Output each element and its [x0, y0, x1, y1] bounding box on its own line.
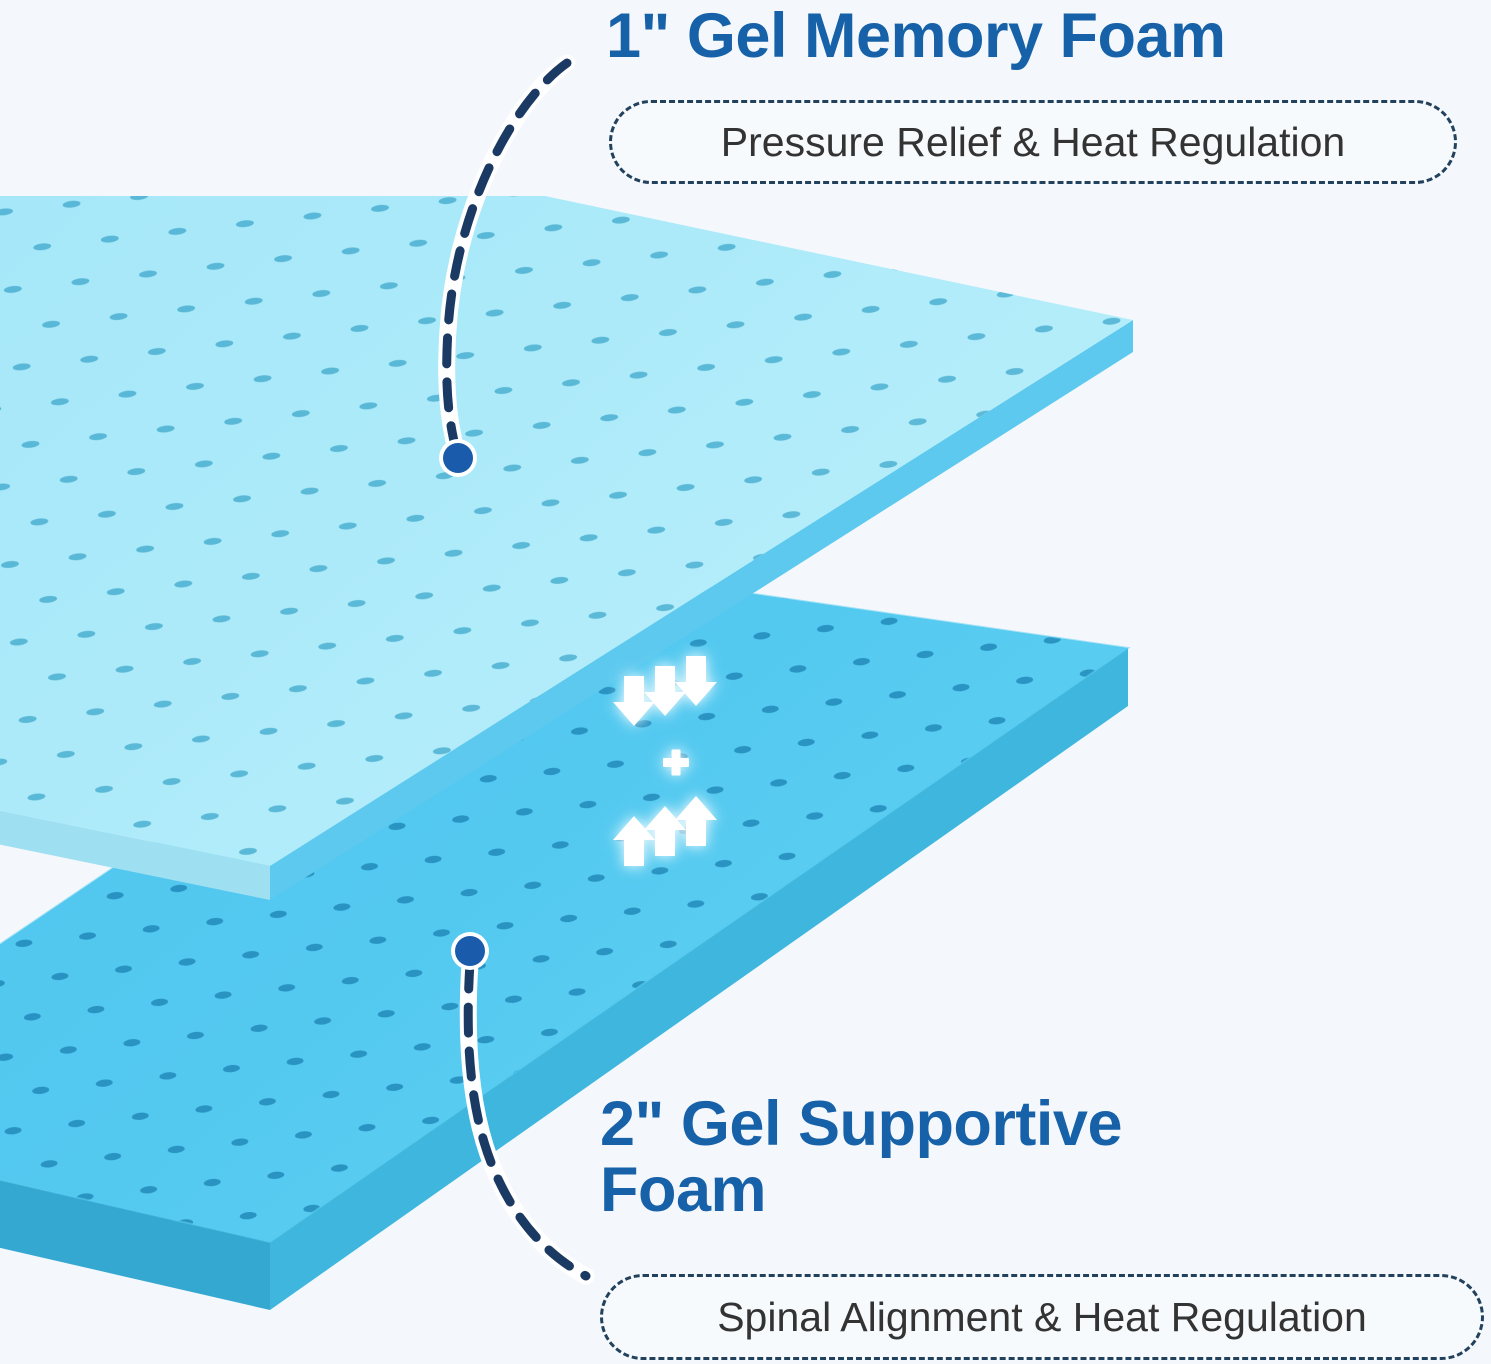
- bottom-layer-heading-line2: Foam: [600, 1154, 767, 1225]
- marker-bottom-dot: [455, 936, 485, 966]
- down-arrow-icon: [613, 676, 655, 726]
- callout-bottom-group: [451, 932, 595, 1285]
- plus-icon: [663, 749, 689, 776]
- bottom-layer-heading-line1: 2" Gel Supportive: [600, 1089, 1123, 1159]
- top-layer-badge: Pressure Relief & Heat Regulation: [609, 100, 1457, 184]
- down-arrow-icon: [644, 666, 686, 716]
- marker-top-dot: [443, 443, 473, 473]
- callout-top-group: [438, 54, 576, 477]
- bottom-layer-badge: Spinal Alignment & Heat Regulation: [600, 1274, 1484, 1360]
- top-layer-badge-label: Pressure Relief & Heat Regulation: [720, 118, 1346, 165]
- bottom-layer-badge-label: Spinal Alignment & Heat Regulation: [717, 1293, 1367, 1340]
- top-layer-heading: 1" Gel Memory Foam: [606, 1, 1226, 71]
- up-arrow-icon: [644, 806, 686, 856]
- bottom-layer-heading: 2" Gel Supportive Foam: [600, 1089, 1300, 1225]
- airflow-arrows-group: [613, 656, 717, 866]
- up-arrow-icon: [613, 816, 655, 866]
- top-foam-slab: [0, 196, 1133, 900]
- up-arrow-icon: [675, 796, 717, 846]
- down-arrow-icon: [675, 656, 717, 706]
